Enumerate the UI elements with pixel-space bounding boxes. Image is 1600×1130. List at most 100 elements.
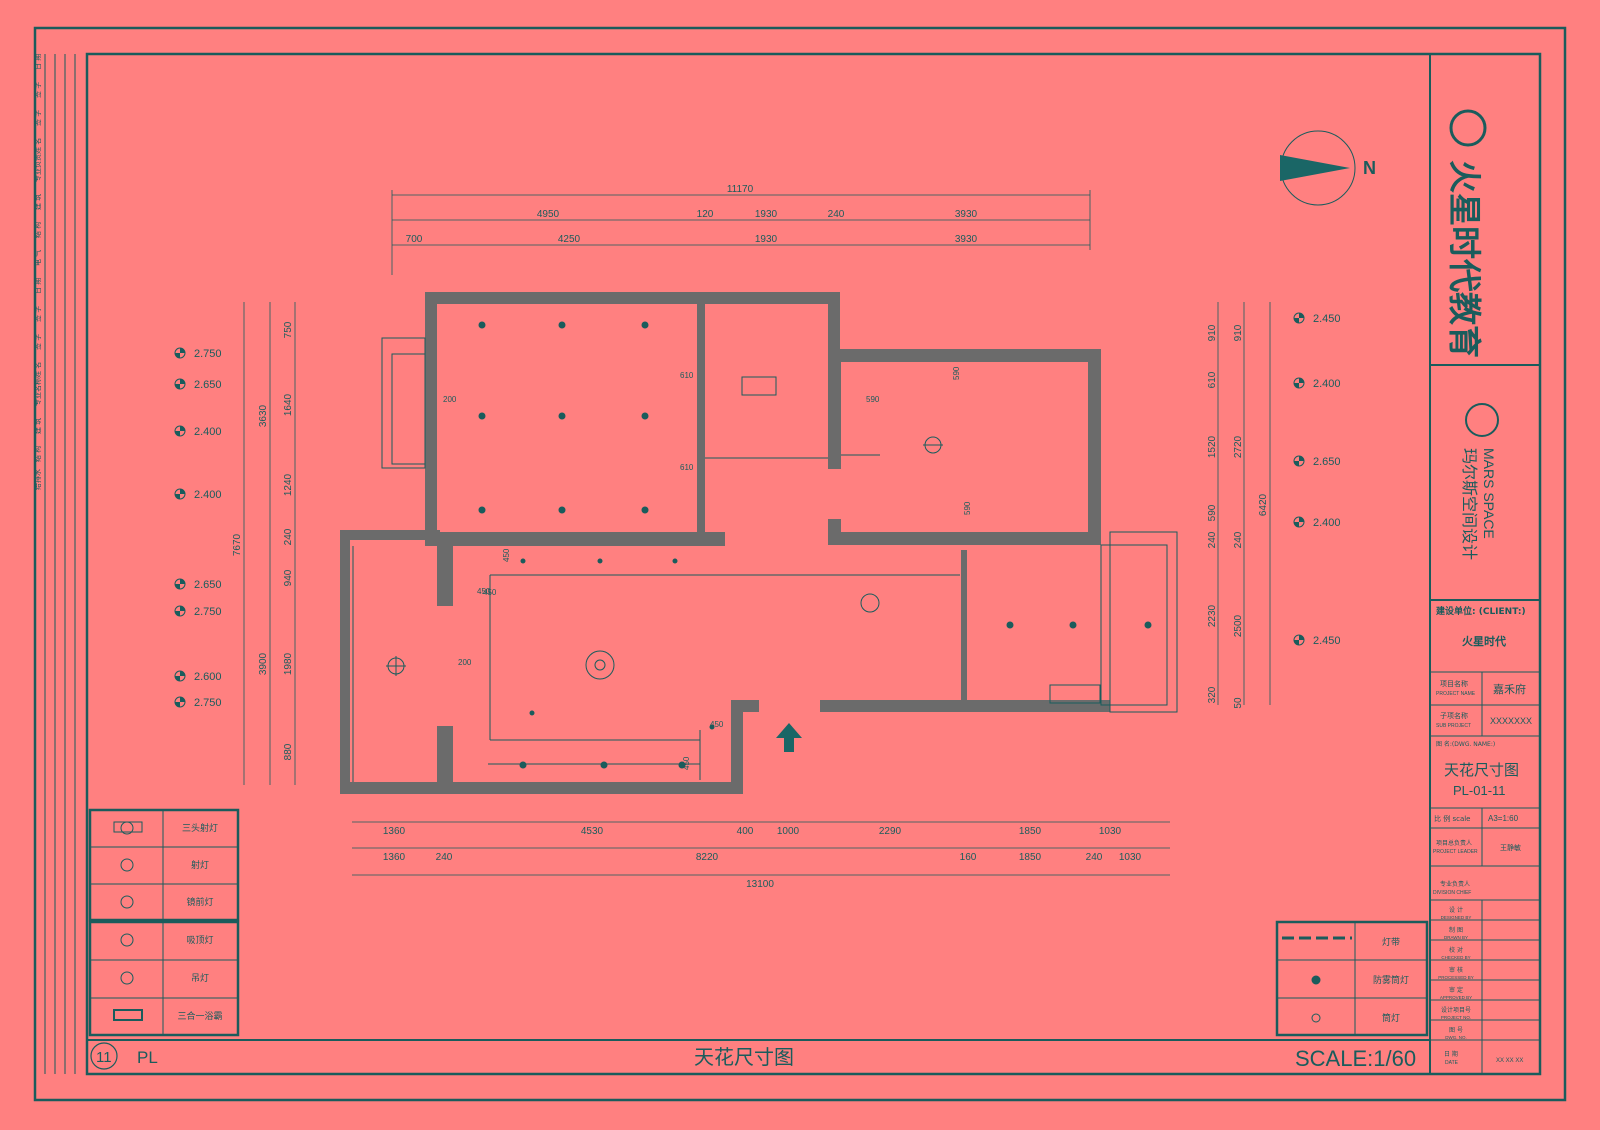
interior-dimension: 590 bbox=[963, 501, 972, 515]
moisture-proof-light-icon: 防雾筒灯 bbox=[1311, 974, 1409, 986]
level-symbol-fill bbox=[175, 671, 185, 681]
interior-dimension: 610 bbox=[680, 371, 694, 380]
role-label: 设 计 bbox=[1449, 906, 1463, 914]
level-value: 2.750 bbox=[194, 348, 222, 360]
downlight-icon: 筒灯 bbox=[1311, 1012, 1400, 1024]
role-label: 图 号 bbox=[1449, 1027, 1463, 1034]
dimension-label: 3930 bbox=[955, 209, 978, 220]
role-label-en: PROCESSED BY bbox=[1438, 975, 1474, 980]
dimension-label: 4530 bbox=[581, 826, 604, 837]
moisture-proof-light-icon-shape bbox=[1311, 975, 1321, 985]
sub-value: XXXXXXX bbox=[1490, 716, 1532, 726]
dimension-label: 120 bbox=[697, 209, 714, 220]
role-label-en: DWG. NO. bbox=[1445, 1035, 1467, 1040]
brand-en: MARS SPACE bbox=[1481, 448, 1497, 539]
level-symbol-fill bbox=[175, 489, 185, 499]
level-marker: 2.400 bbox=[174, 425, 222, 438]
company-logo: 火星时代教育 bbox=[1445, 109, 1487, 358]
level-value: 2.450 bbox=[1313, 635, 1341, 647]
dim-bottom-total: 13100 bbox=[746, 879, 774, 890]
level-symbol-fill bbox=[1294, 456, 1304, 466]
client-value: 火星时代 bbox=[1462, 634, 1506, 648]
strip-label: 日 期 bbox=[34, 54, 42, 70]
dimension-label: 160 bbox=[960, 852, 977, 863]
interior-dimension: 590 bbox=[952, 366, 961, 380]
dwg-label: 图 名:(DWG. NAME:) bbox=[1436, 740, 1495, 748]
spotlight-icon-shape bbox=[120, 858, 134, 872]
project-value: 嘉禾府 bbox=[1493, 682, 1526, 696]
mirror-light-icon-shape bbox=[120, 895, 134, 909]
downlight-icon-shape bbox=[1311, 1013, 1321, 1023]
date-label-en: DATE bbox=[1445, 1060, 1459, 1066]
leader-value: 王静敏 bbox=[1500, 843, 1521, 852]
dimension-label: 240 bbox=[1207, 531, 1218, 548]
dimension-label: 320 bbox=[1207, 686, 1218, 703]
ceiling-levels: 2.7502.6502.4002.4002.6502.7502.6002.750… bbox=[174, 312, 1341, 709]
level-marker: 2.400 bbox=[1293, 377, 1341, 390]
date-label: 日 期 bbox=[1444, 1050, 1458, 1058]
north-arrow: N bbox=[1280, 130, 1376, 206]
interior-dimension: 610 bbox=[680, 463, 694, 472]
light-strip-icon: 灯带 bbox=[1282, 936, 1400, 948]
level-marker: 2.450 bbox=[1293, 634, 1341, 647]
dimension-label: 1030 bbox=[1119, 852, 1142, 863]
dimension-label: 1930 bbox=[755, 234, 778, 245]
dim-top-total: 11170 bbox=[727, 184, 754, 195]
level-marker: 2.650 bbox=[1293, 455, 1341, 468]
level-value: 2.400 bbox=[1313, 517, 1341, 529]
dimension-label: 3630 bbox=[258, 404, 269, 427]
dimension-label: 1360 bbox=[383, 852, 406, 863]
dimension-label: 240 bbox=[283, 528, 294, 545]
dimension-label: 610 bbox=[1207, 371, 1218, 388]
bath-heater-icon: 三合一浴霸 bbox=[113, 1009, 223, 1022]
level-marker: 2.450 bbox=[1293, 312, 1341, 325]
legend-label: 镜前灯 bbox=[186, 896, 213, 908]
interior-dimension: 450 bbox=[710, 720, 724, 729]
dimension-label: 1850 bbox=[1019, 826, 1042, 837]
dimension-label: 2230 bbox=[1207, 604, 1218, 627]
dimension-label: 1930 bbox=[755, 209, 778, 220]
date-value: XX XX XX bbox=[1496, 1058, 1523, 1064]
scale-label: SCALE:1/60 bbox=[1295, 1046, 1416, 1071]
level-symbol-fill bbox=[175, 697, 185, 707]
legend-label: 三头射灯 bbox=[182, 822, 218, 834]
level-marker: 2.750 bbox=[174, 605, 222, 618]
role-label: 制 图 bbox=[1449, 926, 1463, 934]
interior-dimension: 590 bbox=[866, 395, 880, 404]
dimension-label: 8220 bbox=[696, 852, 719, 863]
level-value: 2.600 bbox=[194, 671, 222, 683]
interior-dimension: 200 bbox=[458, 658, 472, 667]
dwg-name: 天花尺寸图 bbox=[1444, 761, 1519, 779]
brand-logo: MARS SPACE 玛尔斯空间设计 bbox=[1460, 403, 1499, 560]
dimension-label: 1520 bbox=[1207, 435, 1218, 458]
level-marker: 2.650 bbox=[174, 578, 222, 591]
strip-label: 结 构 bbox=[33, 446, 42, 462]
company-name: 火星时代教育 bbox=[1445, 160, 1484, 358]
project-label: 项目名称 bbox=[1440, 679, 1468, 688]
bottom-title-bar: 11 PL 天花尺寸图 SCALE:1/60 bbox=[90, 1042, 1416, 1071]
project-label-en: PROJECT NAME bbox=[1436, 691, 1476, 697]
dimension-label: 1850 bbox=[1019, 852, 1042, 863]
level-symbol-fill bbox=[1294, 378, 1304, 388]
title-block-text: 建设单位: (CLIENT:) 火星时代 项目名称 PROJECT NAME 嘉… bbox=[1433, 605, 1532, 1066]
dimension-label: 240 bbox=[1086, 852, 1103, 863]
dimension-label: 400 bbox=[737, 826, 754, 837]
strip-label: 建 筑 bbox=[33, 418, 42, 434]
strip-label: 签 字 bbox=[33, 306, 42, 322]
strip-label: 签 字 bbox=[33, 82, 42, 98]
legend-right bbox=[1275, 920, 1429, 1037]
level-value: 2.400 bbox=[194, 426, 222, 438]
chandelier-icon-shape bbox=[120, 971, 134, 985]
dimension-lines bbox=[243, 190, 1271, 876]
strip-label: 建 筑 bbox=[33, 194, 42, 210]
strip-label: 专业名称 bbox=[33, 378, 42, 406]
dimension-label: 910 bbox=[1207, 324, 1218, 341]
level-value: 2.650 bbox=[194, 379, 222, 391]
dimension-label: 1980 bbox=[283, 652, 294, 675]
strip-label: 姓 名 bbox=[33, 362, 42, 378]
chandelier-icon: 吊灯 bbox=[120, 971, 209, 985]
dimension-label: 750 bbox=[283, 321, 294, 338]
